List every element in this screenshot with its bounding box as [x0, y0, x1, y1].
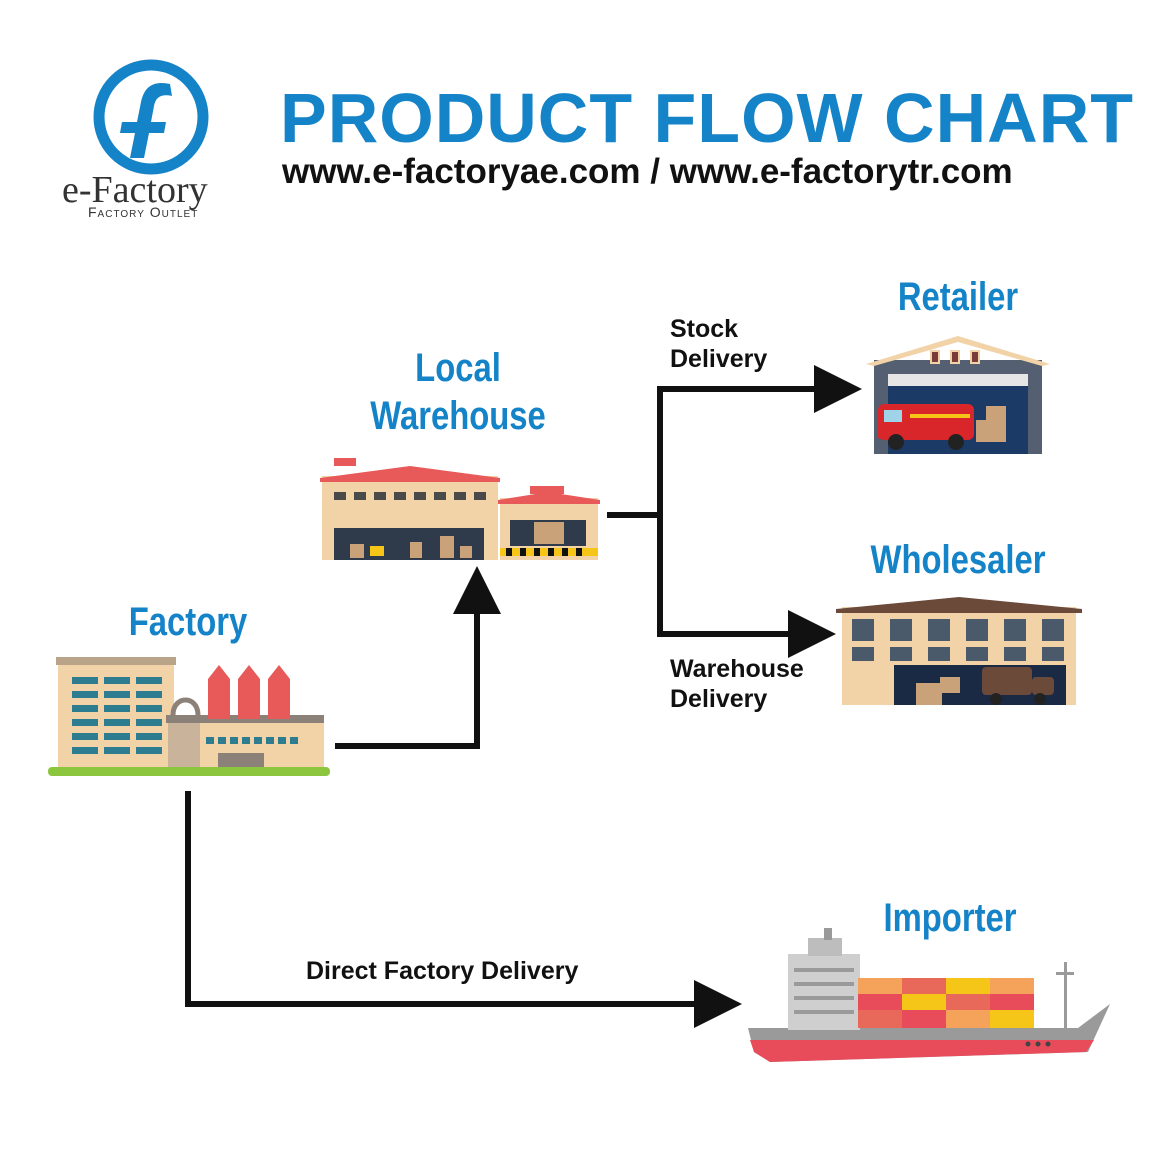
retailer-store-icon: [866, 336, 1050, 454]
logo-tagline: Factory Outlet: [88, 204, 199, 220]
retailer-label: Retailer: [897, 275, 1019, 319]
wholesaler-label: Wholesaler: [870, 538, 1046, 582]
stock-delivery-label-line1: Stock: [670, 315, 739, 343]
logo-brand-text: e-Factory: [62, 169, 208, 211]
website-urls: www.e-factoryae.com / www.e-factorytr.co…: [282, 152, 1013, 191]
factory-label: Factory: [128, 600, 248, 644]
arrow-stock-delivery: [657, 365, 862, 518]
warehouse-delivery-label-line2: Delivery: [670, 685, 768, 713]
importer-ship-icon: [748, 928, 1110, 1062]
arrow-direct-delivery: [185, 791, 742, 1028]
importer-label: Importer: [883, 896, 1017, 940]
e-factory-logo-icon: [93, 59, 209, 175]
warehouse-label-line1: Local: [415, 346, 501, 390]
stock-delivery-label-line2: Delivery: [670, 345, 768, 373]
arrow-warehouse-delivery: [657, 512, 836, 658]
warehouse-label-line2: Warehouse: [370, 394, 546, 438]
wholesaler-warehouse-icon: [836, 597, 1082, 705]
factory-icon: [48, 657, 330, 776]
warehouse-delivery-label-line1: Warehouse: [670, 655, 804, 683]
direct-factory-delivery-label: Direct Factory Delivery: [306, 957, 579, 985]
arrow-factory-to-warehouse: [335, 566, 501, 749]
local-warehouse-icon: [320, 458, 600, 560]
page-title: PRODUCT FLOW CHART: [280, 79, 1135, 157]
